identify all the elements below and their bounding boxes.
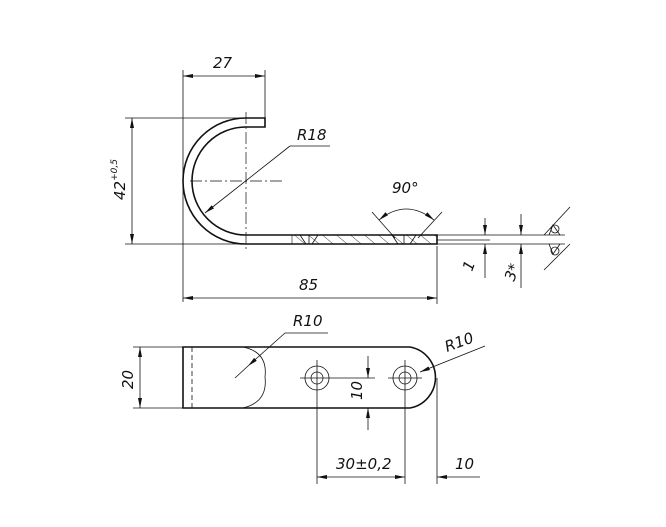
dim-label-10-end: 10 bbox=[455, 455, 474, 473]
countersink-left bbox=[299, 234, 319, 245]
radius-label-r10-left: R10 bbox=[293, 312, 323, 330]
angle-leg bbox=[371, 211, 396, 239]
leader-r10-right bbox=[419, 345, 486, 373]
angle-leg bbox=[417, 211, 443, 239]
weld-symbol bbox=[543, 206, 571, 271]
angle-label: 90° bbox=[392, 179, 419, 197]
leader-r10-left-arrow bbox=[247, 332, 286, 367]
dim-label-20: 20 bbox=[119, 370, 137, 389]
dim-label-3: 3* bbox=[501, 261, 524, 284]
dim-value: 42 bbox=[111, 181, 129, 200]
dim-label-30: 30±0,2 bbox=[336, 455, 392, 473]
bend-curve bbox=[242, 346, 266, 409]
dim-label-10-vertical: 10 bbox=[348, 381, 366, 400]
side-view: 27 42+0,5 R18 90° 1 3* bbox=[110, 54, 571, 304]
strip-outline bbox=[182, 346, 437, 409]
radius-label-r18: R18 bbox=[297, 126, 327, 144]
dim-label-1: 1 bbox=[459, 258, 479, 273]
leader-r10-left-tail bbox=[234, 365, 249, 379]
countersink-right bbox=[391, 234, 417, 245]
angle-arc bbox=[378, 208, 435, 221]
dim-label-85: 85 bbox=[299, 276, 318, 294]
plan-view: 20 10 R10 R10 30±0,2 10 bbox=[119, 312, 486, 484]
dim-tolerance: +0,5 bbox=[110, 159, 120, 181]
dim-label-42: 42+0,5 bbox=[110, 159, 129, 200]
dim-label-27: 27 bbox=[213, 54, 233, 72]
leader-r18-arrow bbox=[204, 145, 291, 214]
